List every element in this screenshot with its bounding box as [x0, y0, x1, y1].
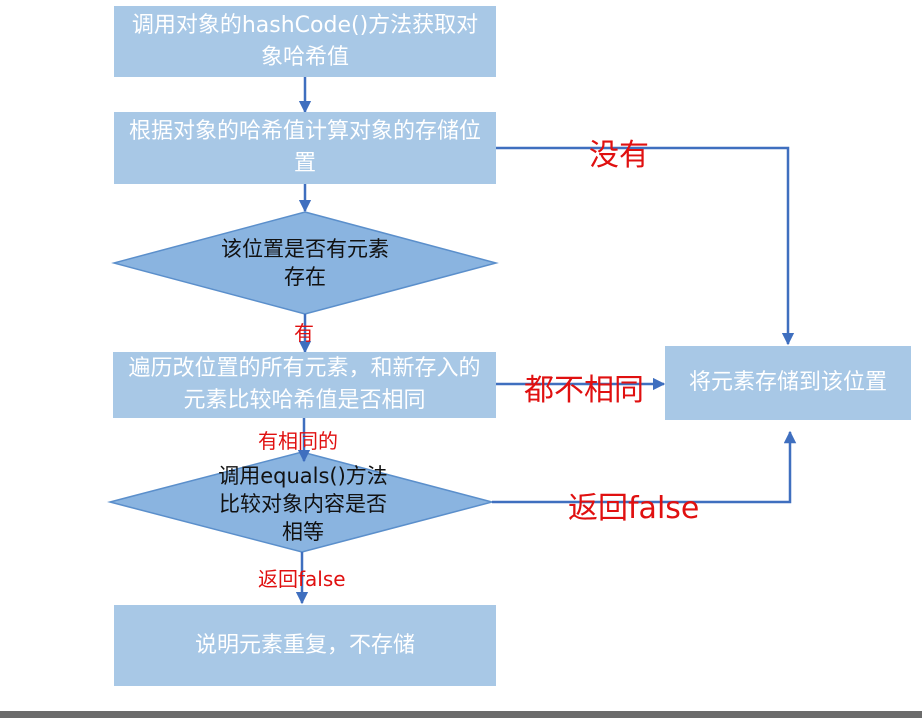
duplicate-box: 说明元素重复，不存储: [114, 605, 496, 686]
step2-box: 根据对象的哈希值计算对象的存储位置: [114, 112, 496, 184]
arrow-return-false-to-store: [492, 430, 797, 504]
step3-text: 遍历改位置的所有元素，和新存入的元素比较哈希值是否相同: [128, 356, 481, 413]
arrow-no-to-store: [496, 146, 795, 346]
step2-text: 根据对象的哈希值计算对象的存储位置: [128, 119, 481, 176]
label-yes: 有: [294, 321, 314, 345]
label-return-false-down: 返回false: [258, 567, 346, 591]
step1-box: 调用对象的hashCode()方法获取对象哈希值: [114, 6, 496, 77]
bottom-border: [0, 711, 922, 718]
duplicate-text: 说明元素重复，不存储: [194, 632, 415, 658]
decision2-text: 调用equals()方法比较对象内容是否相等: [218, 464, 388, 544]
label-no: 没有: [589, 138, 649, 173]
decision1-text: 该位置是否有元素存在: [221, 237, 389, 289]
step1-text: 调用对象的hashCode()方法获取对象哈希值: [131, 12, 479, 70]
step3-box: 遍历改位置的所有元素，和新存入的元素比较哈希值是否相同: [113, 352, 496, 418]
store-text: 将元素存储到该位置: [688, 370, 887, 395]
label-all-different: 都不相同: [524, 373, 644, 408]
label-return-false-right: 返回false: [568, 491, 700, 526]
label-has-same: 有相同的: [258, 429, 338, 453]
store-box: 将元素存储到该位置: [665, 346, 911, 420]
